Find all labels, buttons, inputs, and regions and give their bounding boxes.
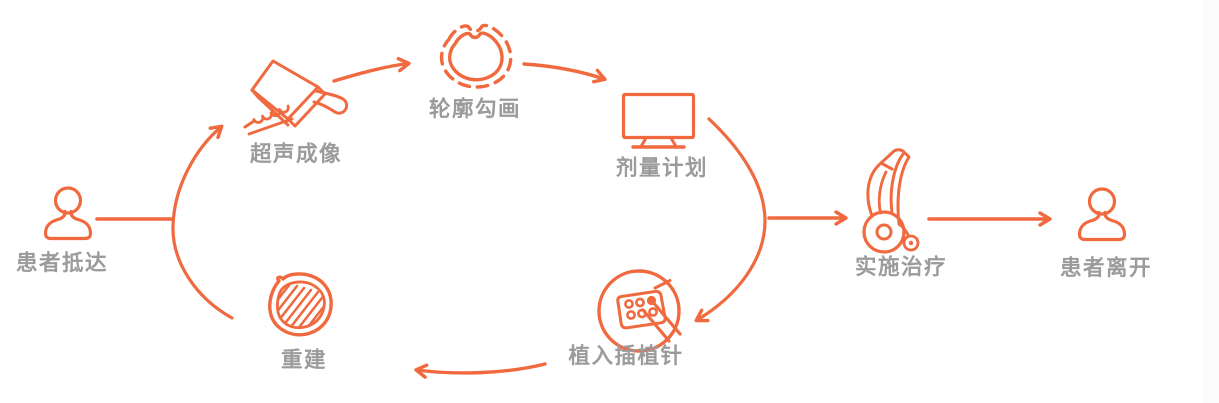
node-label-patient-leave: 患者离开 <box>1059 256 1153 280</box>
arrow-contour-to-doseplan <box>522 62 607 84</box>
node-label-reconstruction: 重建 <box>280 348 328 372</box>
patient-leave-person-icon <box>1077 187 1127 242</box>
node-label-ultrasound: 超声成像 <box>249 142 343 166</box>
node-label-implant: 植入插植针 <box>568 344 684 368</box>
hatched-volume-icon <box>268 272 333 337</box>
ultrasound-probe-icon <box>243 59 349 136</box>
node-label-treatment: 实施治疗 <box>854 255 948 279</box>
patient-arrive-person-icon <box>43 186 93 241</box>
node-label-dose-plan: 剂量计划 <box>615 156 709 180</box>
cycle-arc-reconstruction-to-ultrasound <box>171 124 234 320</box>
contour-outline-icon <box>439 23 513 89</box>
arrow-ultrasound-to-contour <box>332 56 411 83</box>
node-label-patient-arrive: 患者抵达 <box>15 251 109 275</box>
page-edge-shading <box>1203 0 1219 403</box>
node-label-contour: 轮廓勾画 <box>428 97 522 121</box>
needle-template-icon <box>597 269 682 353</box>
arrow-implant-to-reconstruction <box>414 362 547 379</box>
afterloader-cart-icon <box>862 148 920 254</box>
cycle-arc-doseplan-to-implant <box>694 117 767 323</box>
monitor-icon <box>621 92 696 149</box>
